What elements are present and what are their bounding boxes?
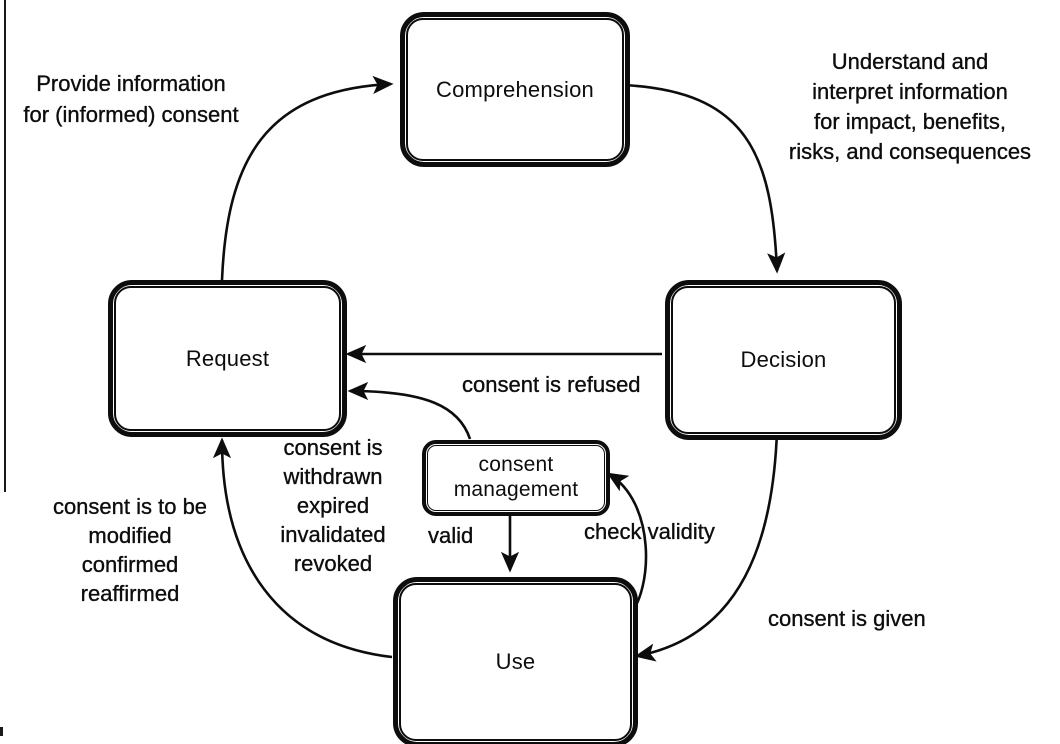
edge-label-withdrawn-line: expired — [296, 493, 370, 518]
node-use: Use — [393, 577, 638, 744]
edge-label-understand-line: interpret information — [812, 79, 1008, 104]
edge-label-provide-info-line: Provide information — [36, 71, 226, 96]
node-request: Request — [108, 280, 347, 437]
edge-consent-management-to-request-withdrawn — [347, 381, 472, 440]
node-comprehension: Comprehension — [400, 12, 630, 167]
edge-label-provide-info-line: for (informed) consent — [23, 102, 239, 127]
edge-label-valid: valid — [428, 523, 474, 548]
edge-use-to-request-modify — [212, 437, 393, 659]
edge-decision-to-use-given — [634, 430, 779, 662]
node-consent-management-line: consent — [478, 453, 554, 477]
edge-label-withdrawn-line: withdrawn — [283, 464, 383, 489]
node-decision-label: Decision — [740, 347, 827, 372]
edge-label-modify-line: reaffirmed — [80, 581, 180, 606]
edge-label-check-validity: check validity — [584, 519, 715, 544]
edge-label-refused: consent is refused — [462, 372, 641, 397]
edge-label-withdrawn-line: consent is — [283, 435, 383, 460]
node-request-label: Request — [185, 345, 270, 371]
node-comprehension-label: Comprehension — [436, 76, 594, 102]
edge-label-understand-line: for impact, benefits, — [814, 109, 1006, 134]
edge-label-understand: Understand and interpret information for… — [760, 47, 1060, 167]
page-edge-line — [4, 0, 6, 492]
edge-comprehension-to-decision — [622, 83, 786, 274]
edge-label-understand-line: risks, and consequences — [788, 139, 1032, 164]
node-decision: Decision — [665, 280, 902, 440]
edge-label-modify: consent is to be modified confirmed reaf… — [35, 492, 225, 608]
node-consent-management-line: management — [453, 478, 579, 501]
edge-label-understand-line: Understand and — [831, 49, 989, 74]
edge-request-to-comprehension — [220, 75, 394, 281]
node-consent-management-label: consent management — [454, 453, 579, 503]
edge-label-provide-info: Provide information for (informed) conse… — [0, 68, 262, 130]
edge-label-modify-line: confirmed — [81, 552, 179, 577]
edge-label-modify-line: consent is to be — [52, 494, 208, 519]
edge-label-withdrawn-line: revoked — [293, 551, 373, 576]
node-consent-management: consent management — [422, 440, 610, 516]
edge-label-given: consent is given — [768, 606, 926, 631]
node-use-label: Use — [495, 649, 536, 674]
edge-label-withdrawn-line: invalidated — [280, 522, 386, 547]
edge-label-modify-line: modified — [88, 523, 172, 548]
page-edge-artifact — [0, 727, 3, 736]
edge-label-withdrawn: consent is withdrawn expired invalidated… — [258, 433, 408, 578]
